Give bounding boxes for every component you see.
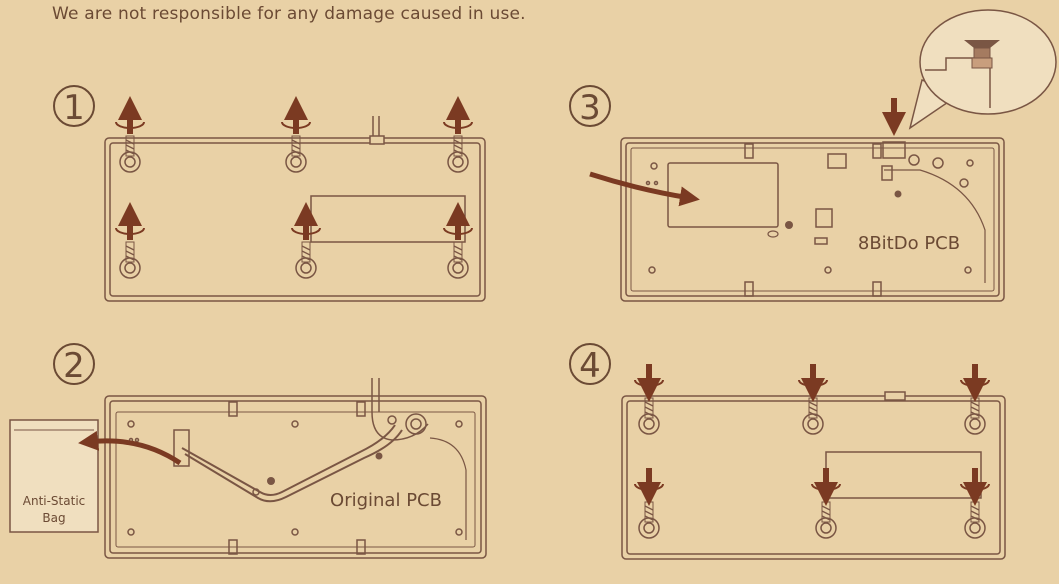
step-3-circle — [569, 85, 611, 127]
remove-pcb-arrow-icon — [78, 430, 182, 466]
step-3: 3 — [569, 9, 1057, 302]
screw-insert-arrow-icon — [811, 468, 841, 506]
pcb-component-dot — [267, 477, 275, 485]
pcb-component-dot — [375, 452, 383, 460]
step-1-number: 1 — [63, 88, 85, 128]
screw-icon — [119, 241, 141, 279]
screw-insert-arrow-icon — [960, 364, 990, 402]
step-3-number: 3 — [579, 88, 601, 128]
pcb-component-dot — [785, 221, 793, 229]
anti-static-bag-label-line1: Anti-Static — [23, 494, 86, 508]
8bitdo-pcb-board — [620, 137, 1005, 302]
step-4: 4 — [569, 343, 1006, 560]
disclaimer-text: We are not responsible for any damage ca… — [52, 4, 526, 24]
screw-remove-arrow-icon — [291, 202, 321, 240]
screw-remove-arrow-icon — [443, 202, 473, 240]
screw-icon — [295, 241, 317, 279]
screw-icon — [815, 501, 837, 539]
step-2-number: 2 — [63, 346, 85, 386]
insert-pcb-arrow-icon — [589, 171, 700, 207]
screw-icon — [638, 397, 660, 435]
step-4-number: 4 — [579, 346, 601, 386]
screw-insert-arrow-icon — [634, 468, 664, 506]
original-pcb-label: Original PCB — [330, 490, 442, 511]
anti-static-bag-label-line2: Bag — [42, 511, 65, 525]
screw-remove-arrow-icon — [115, 202, 145, 240]
step-4-circle — [569, 343, 611, 385]
original-pcb-board — [104, 378, 487, 559]
screw-insert-arrow-icon — [960, 468, 990, 506]
screw-insert-arrow-icon — [634, 364, 664, 402]
screw-remove-arrow-icon — [443, 96, 473, 134]
screw-icon — [802, 397, 824, 435]
8bitdo-pcb-label: 8BitDo PCB — [858, 233, 960, 254]
step-1-circle — [53, 85, 95, 127]
screw-icon — [447, 241, 469, 279]
screw-icon — [964, 501, 986, 539]
pcb-component-dot — [767, 230, 779, 238]
step-2-circle — [53, 343, 95, 385]
screw-icon — [285, 135, 307, 173]
screw-icon — [638, 501, 660, 539]
screw-insert-arrow-icon — [798, 364, 828, 402]
controller-back-step-4 — [621, 391, 1006, 560]
step-1: 1 — [53, 85, 486, 302]
screw-icon — [964, 397, 986, 435]
screw-group-step-1 — [115, 96, 473, 279]
magnifier-callout-icon — [908, 9, 1057, 130]
screw-group-step-4 — [634, 364, 990, 539]
screw-icon — [119, 135, 141, 173]
step-2: 2 Anti-Static Bag — [9, 343, 487, 559]
screw-remove-arrow-icon — [115, 96, 145, 134]
pcb-component-dot — [894, 190, 902, 198]
screw-icon — [447, 135, 469, 173]
screw-remove-arrow-icon — [281, 96, 311, 134]
controller-back-step-1 — [104, 116, 486, 302]
anti-static-bag: Anti-Static Bag — [9, 419, 99, 533]
